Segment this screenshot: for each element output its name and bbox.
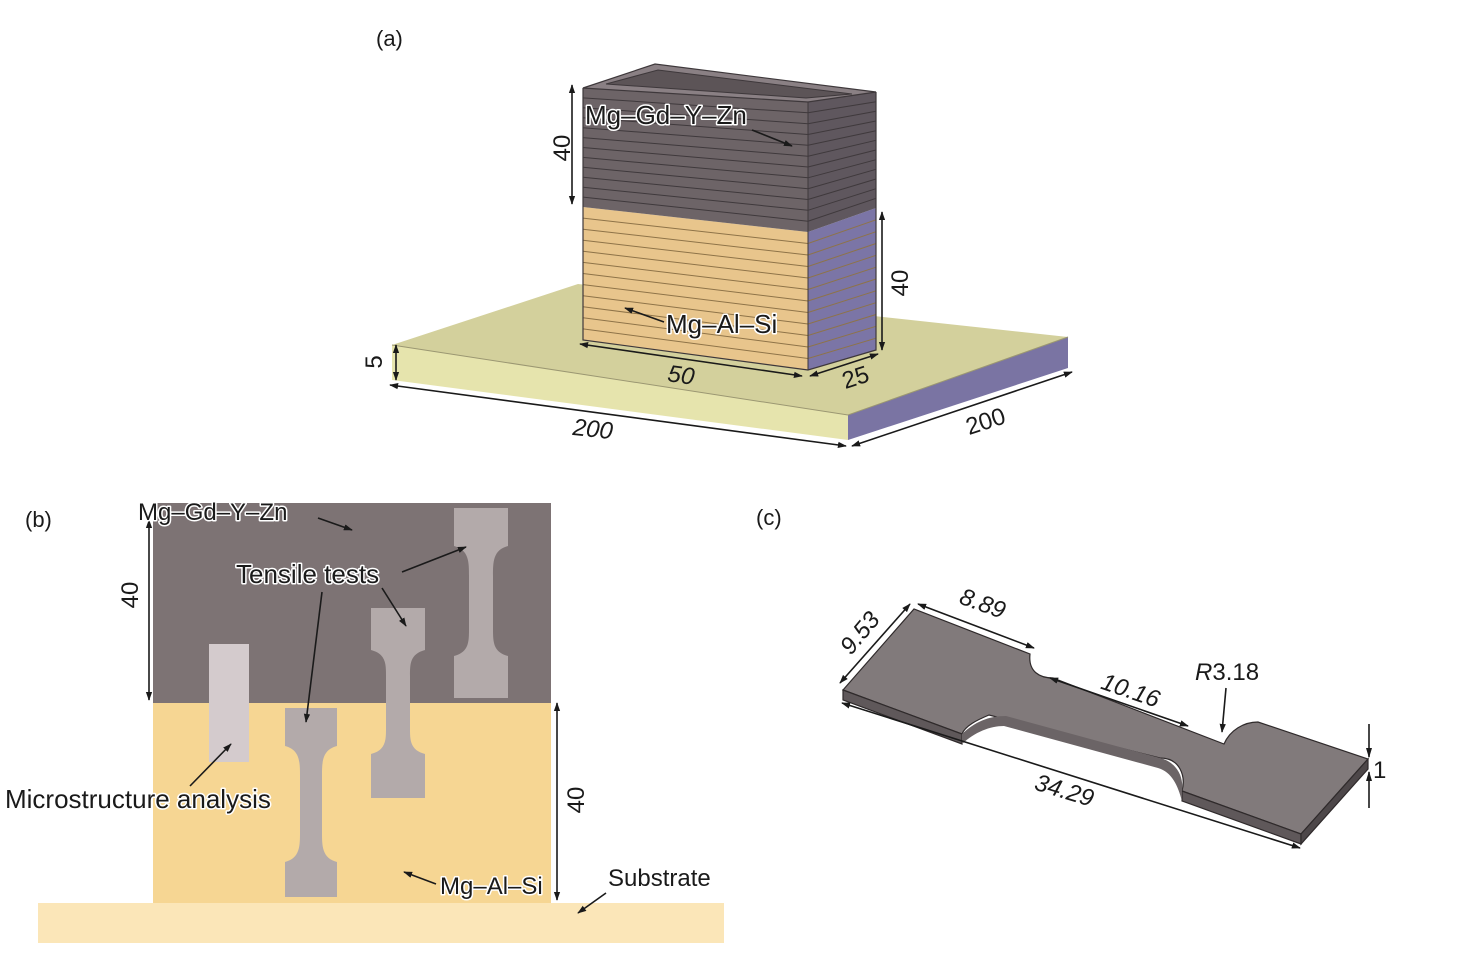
dim-c-total-length-line: [841, 702, 1301, 849]
panel-a: (a) 40 40 50 25 5 200 200 Mg–Gd–Y: [361, 26, 1073, 449]
substrate-arrow: [577, 892, 607, 914]
lower-alloy-label-b: Mg–Al–Si: [440, 873, 543, 900]
tensile-tests-label: Tensile tests: [236, 559, 379, 589]
dim-c-thickness: 1: [1373, 757, 1386, 784]
lower-alloy-arrow-a: [624, 307, 665, 323]
dim-a-wall-length-line: [579, 342, 803, 378]
dim-c-grip-length: 8.89: [956, 583, 1009, 624]
dim-c-radius-arrow: [1219, 687, 1227, 733]
panel-b: (b) 40 40 Mg–Gd–Y–Zn Tensile tests Micro…: [4, 498, 724, 943]
dim-c-grip-length-line: [917, 603, 1035, 649]
dim-a-substrate-width-line: [851, 371, 1073, 447]
upper-alloy-label-a: Mg–Gd–Y–Zn: [585, 100, 747, 130]
substrate-block-b: [38, 903, 724, 943]
dim-a-wall-width-line: [809, 353, 879, 377]
upper-wall-side: [808, 92, 876, 232]
microstructure-specimen: [209, 644, 249, 762]
dim-a-substrate-width: 200: [962, 403, 1008, 441]
dim-c-total-length: 34.29: [1032, 769, 1097, 812]
upper-alloy-arrow-a: [751, 129, 793, 147]
specimen-c-right: [1300, 757, 1369, 846]
tensile-arrow-3: [401, 546, 467, 573]
upper-wall-front: [583, 88, 808, 232]
dim-c-radius-value: 3.18: [1212, 659, 1259, 686]
lower-wall-front: [583, 207, 808, 370]
dim-c-grip-width-line: [839, 603, 911, 684]
tensile-arrow-2: [381, 587, 407, 627]
tensile-arrow-1: [303, 591, 323, 723]
tensile-specimen-3: [454, 508, 508, 698]
panel-b-label: (b): [25, 507, 52, 532]
panel-a-label: (a): [376, 26, 403, 51]
lower-alloy-label-a: Mg–Al–Si: [666, 309, 777, 339]
substrate-label: Substrate: [608, 865, 711, 892]
lower-wall-side: [808, 208, 876, 370]
dim-a-substrate-length-line: [389, 382, 847, 449]
microstructure-arrow: [189, 743, 232, 787]
dim-a-substrate-thickness: 5: [361, 355, 388, 368]
tensile-specimen-1: [285, 708, 337, 897]
microstructure-label: Microstructure analysis: [5, 784, 271, 814]
upper-alloy-arrow-b: [317, 517, 353, 531]
dim-a-lower-height: 40: [887, 270, 914, 297]
dim-a-substrate-length: 200: [570, 414, 614, 445]
dim-b-upper-height: 40: [117, 582, 144, 609]
lower-alloy-arrow-b: [403, 871, 437, 885]
dim-c-radius: R3.18: [1195, 659, 1259, 686]
dim-a-wall-length: 50: [666, 360, 697, 391]
tensile-specimen-2: [371, 608, 425, 798]
upper-wall-top-inner: [605, 69, 853, 99]
panel-c-label: (c): [756, 505, 782, 530]
panel-c: (c) 9.53 8.89 10.16 R3.18 34.29 1: [756, 505, 1386, 849]
dim-a-upper-height: 40: [549, 135, 576, 162]
upper-alloy-label-b: Mg–Gd–Y–Zn: [138, 499, 287, 526]
dim-b-lower-height: 40: [563, 787, 590, 814]
dim-c-radius-prefix: R: [1195, 659, 1212, 686]
